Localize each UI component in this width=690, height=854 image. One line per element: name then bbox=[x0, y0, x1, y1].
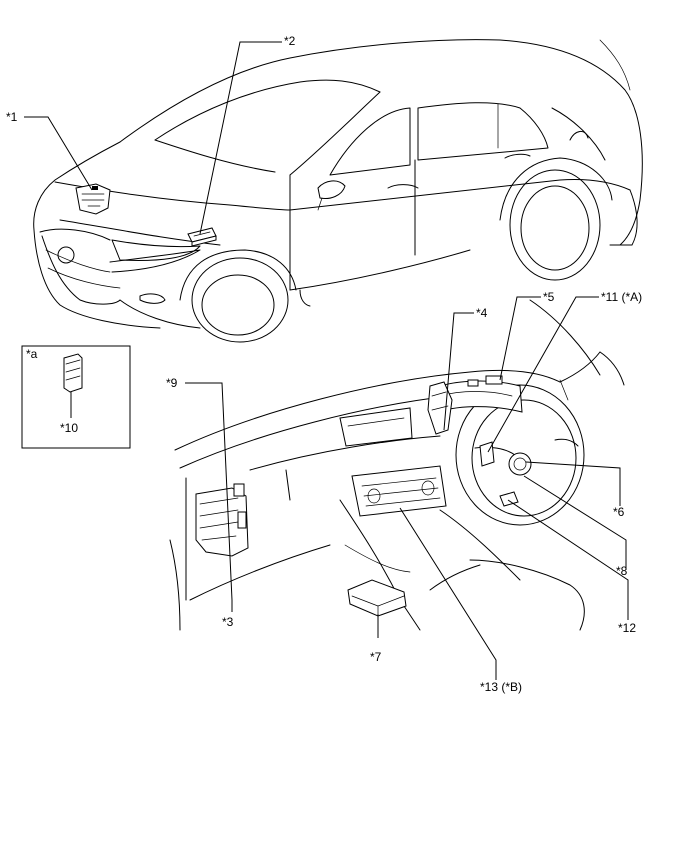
label-7: *7 bbox=[370, 650, 382, 664]
component-6 bbox=[508, 452, 532, 476]
component-7-sensor bbox=[347, 579, 407, 617]
label-3: *3 bbox=[222, 615, 234, 629]
label-a: *a bbox=[26, 347, 38, 361]
label-8: *8 bbox=[616, 564, 628, 578]
leader-lines bbox=[24, 41, 629, 680]
component-2 bbox=[187, 227, 217, 247]
label-9: *9 bbox=[166, 376, 178, 390]
inset-box-a bbox=[21, 345, 131, 449]
label-1: *1 bbox=[6, 110, 18, 124]
label-5: *5 bbox=[543, 290, 555, 304]
label-13: *13 (*B) bbox=[480, 680, 522, 694]
component-13-control-panel bbox=[351, 465, 447, 517]
vehicle-interior-illustration bbox=[169, 299, 625, 631]
label-11: *11 (*A) bbox=[601, 290, 642, 304]
component-12 bbox=[499, 491, 519, 507]
label-4: *4 bbox=[476, 306, 488, 320]
label-12: *12 bbox=[618, 621, 636, 635]
component-1 bbox=[75, 183, 111, 215]
callout-labels: *1 *2 *3 *4 *5 *6 *7 *8 *9 *10 *11 (*A) … bbox=[6, 34, 642, 694]
label-10: *10 bbox=[60, 421, 78, 435]
component-5 bbox=[467, 375, 503, 387]
vehicle-exterior-illustration bbox=[33, 39, 643, 343]
label-6: *6 bbox=[613, 505, 625, 519]
component-4 bbox=[427, 381, 453, 435]
label-2: *2 bbox=[284, 34, 296, 48]
component-3-9-assembly bbox=[195, 483, 249, 557]
